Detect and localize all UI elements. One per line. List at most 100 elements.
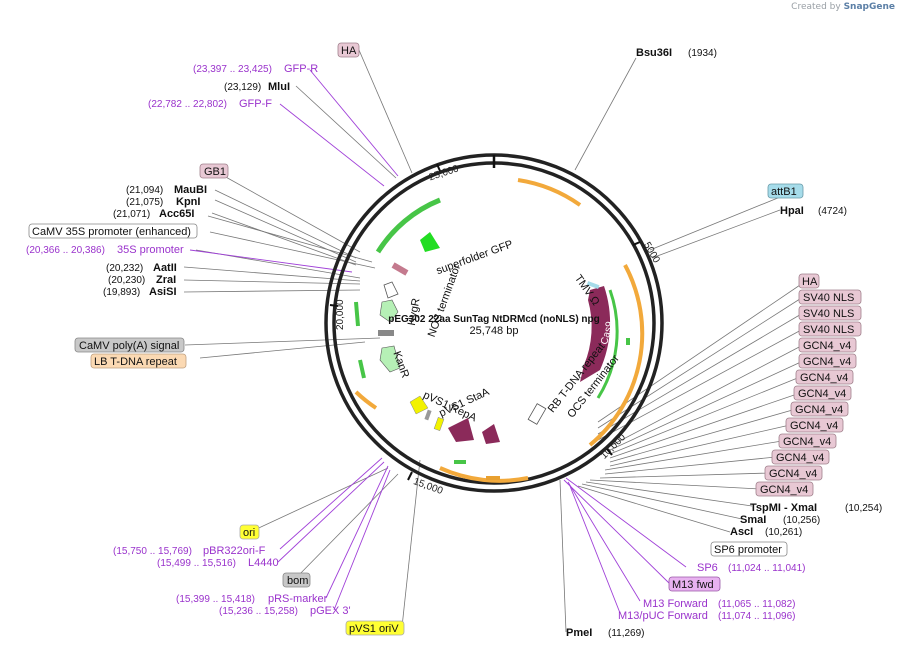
pvs1-repa-arrow [448,418,474,442]
feature-sv40-nls[interactable]: SV40 NLS [803,292,854,304]
ocs-terminator-feature [527,403,547,425]
enzyme-aatii-pos: (20,232) [106,263,143,274]
gray-feature-small [424,409,432,421]
superfolder-gfp-arc [375,197,441,254]
gray-feature-left [378,330,394,336]
enzyme-tspmi-xmai-pos: (10,254) [845,503,882,514]
primer-m13-forward[interactable]: M13 Forward [643,598,708,610]
maroon-arrow-small [482,424,500,444]
hygr-arrow [379,299,399,323]
feature-camv35s-enhanced[interactable]: CaMV 35S promoter (enhanced) [32,226,191,238]
feature-sv40-nls[interactable]: SV40 NLS [803,324,854,336]
primer-pgex[interactable]: pGEX 3' [310,605,351,617]
orf-arc-top [517,178,582,207]
feature-ha-top[interactable]: HA [341,45,357,57]
enzyme-asci-pos: (10,261) [765,527,802,538]
plasmid-backbone [324,153,664,493]
feature-gcn4-v4[interactable]: GCN4_v4 [795,404,843,416]
primer-labels: (23,397 .. 23,425) GFP-R (22,782 .. 22,8… [26,63,805,622]
leader-lines [183,49,804,633]
feature-gcn4-v4[interactable]: GCN4_v4 [803,356,851,368]
enzyme-smai[interactable]: SmaI [740,514,766,526]
feature-gb1[interactable]: GB1 [204,166,226,178]
plasmid-name: pEG302 22aa SunTag NtDRMcd (noNLS) npg [388,314,600,325]
enzyme-aatii[interactable]: AatII [153,262,177,274]
enzyme-asci[interactable]: AscI [730,526,753,538]
enzyme-bsu36i[interactable]: Bsu36I [636,47,672,59]
orf-arc-inner-right [596,289,619,399]
feature-bom[interactable]: bom [287,575,308,587]
primer-gfp-r[interactable]: GFP-R [284,63,318,75]
created-by-text: Created by [791,2,841,12]
primer-gfp-f-range: (22,782 .. 22,802) [148,99,227,110]
feature-gcn4-v4[interactable]: GCN4_v4 [803,340,851,352]
enzyme-mlui[interactable]: MluI [268,81,290,93]
hygr-label: HygR [406,297,423,326]
primer-35s-range: (20,366 .. 20,386) [26,245,105,256]
feature-ha-right[interactable]: HA [802,276,818,288]
feature-ori[interactable]: ori [243,527,255,539]
enzyme-kpni[interactable]: KpnI [176,196,200,208]
primer-m13-puc-forward[interactable]: M13/pUC Forward [618,610,708,622]
small-green-arrow-left-2 [358,359,366,379]
kanr-arrow [379,345,401,373]
primer-gfp-f[interactable]: GFP-F [239,98,272,110]
primer-gfp-r-range: (23,397 .. 23,425) [193,64,272,75]
boxed-labels: HA GB1 CaMV 35S promoter (enhanced) CaMV… [28,42,862,636]
primer-pbr322ori-f[interactable]: pBR322ori-F [203,545,266,557]
feature-gcn4-v4[interactable]: GCN4_v4 [769,468,817,480]
feature-gcn4-v4[interactable]: GCN4_v4 [798,388,846,400]
primer-prs-marker[interactable]: pRS-marker [268,593,328,605]
enzyme-maubi[interactable]: MauBI [174,184,207,196]
primer-l4440-range: (15,499 .. 15,516) [157,558,236,569]
feature-camv-polya[interactable]: CaMV poly(A) signal [79,340,179,352]
feature-sp6-promoter[interactable]: SP6 promoter [714,544,782,556]
primer-leader-lines [189,69,687,614]
feature-gcn4-v4[interactable]: GCN4_v4 [800,372,848,384]
primer-pgex-range: (15,236 .. 15,258) [219,606,298,617]
snapgene-brand: SnapGene [843,2,895,12]
orf-arc-left [354,390,378,410]
primer-sp6[interactable]: SP6 [697,562,718,574]
enzyme-pmei[interactable]: PmeI [566,627,592,639]
superfolder-gfp-label: superfolder GFP [435,238,515,277]
tick-label: 20,000 [335,299,346,330]
enzyme-zrai-pos: (20,230) [108,275,145,286]
enzyme-hpai-pos: (4724) [818,206,847,217]
primer-m13-puc-forward-range: (11,074 .. 11,096) [718,611,795,622]
feature-attb1[interactable]: attB1 [771,186,797,198]
small-green-arrow-left [354,301,360,327]
created-by-credit: Created by SnapGene [791,2,895,12]
feature-pvs1-oriv[interactable]: pVS1 oriV [349,623,399,635]
feature-gcn4-v4[interactable]: GCN4_v4 [790,420,838,432]
plasmid-length: 25,748 bp [470,325,519,337]
primer-sp6-range: (11,024 .. 11,041) [728,563,805,574]
pink-feature-left [391,262,409,276]
primer-l4440[interactable]: L4440 [248,557,279,569]
yellow-feature-small [433,417,445,431]
feature-gcn4-v4[interactable]: GCN4_v4 [776,452,824,464]
superfolder-gfp-arrow [420,232,440,252]
primer-pbr322ori-f-range: (15,750 .. 15,769) [113,546,192,557]
enzyme-kpni-pos: (21,075) [126,197,163,208]
feature-m13-fwd[interactable]: M13 fwd [672,579,714,591]
enzyme-pmei-pos: (11,269) [608,628,645,639]
enzyme-asisi[interactable]: AsiSI [149,286,177,298]
enzyme-hpai[interactable]: HpaI [780,205,804,217]
pvs1-staa-arrow [409,395,429,415]
enzyme-acc65i-pos: (21,071) [113,209,150,220]
feature-gcn4-v4[interactable]: GCN4_v4 [760,484,808,496]
enzyme-mlui-pos: (23,129) [224,82,261,93]
primer-35s[interactable]: 35S promoter [117,244,184,256]
enzyme-tspmi-xmai[interactable]: TspMI - XmaI [750,502,817,514]
feature-lb-tdna-repeat[interactable]: LB T-DNA repeat [94,356,177,368]
enzyme-labels: Bsu36I (1934) HpaI (4724) TspMI - XmaI (… [103,47,882,639]
enzyme-acc65i[interactable]: Acc65I [159,208,194,220]
enzyme-zrai[interactable]: ZraI [156,274,176,286]
feature-gcn4-v4[interactable]: GCN4_v4 [783,436,831,448]
orf-arc-bottom [439,466,529,483]
primer-prs-marker-range: (15,399 .. 15,418) [176,594,255,605]
feature-sv40-nls[interactable]: SV40 NLS [803,308,854,320]
enzyme-maubi-pos: (21,094) [126,185,163,196]
